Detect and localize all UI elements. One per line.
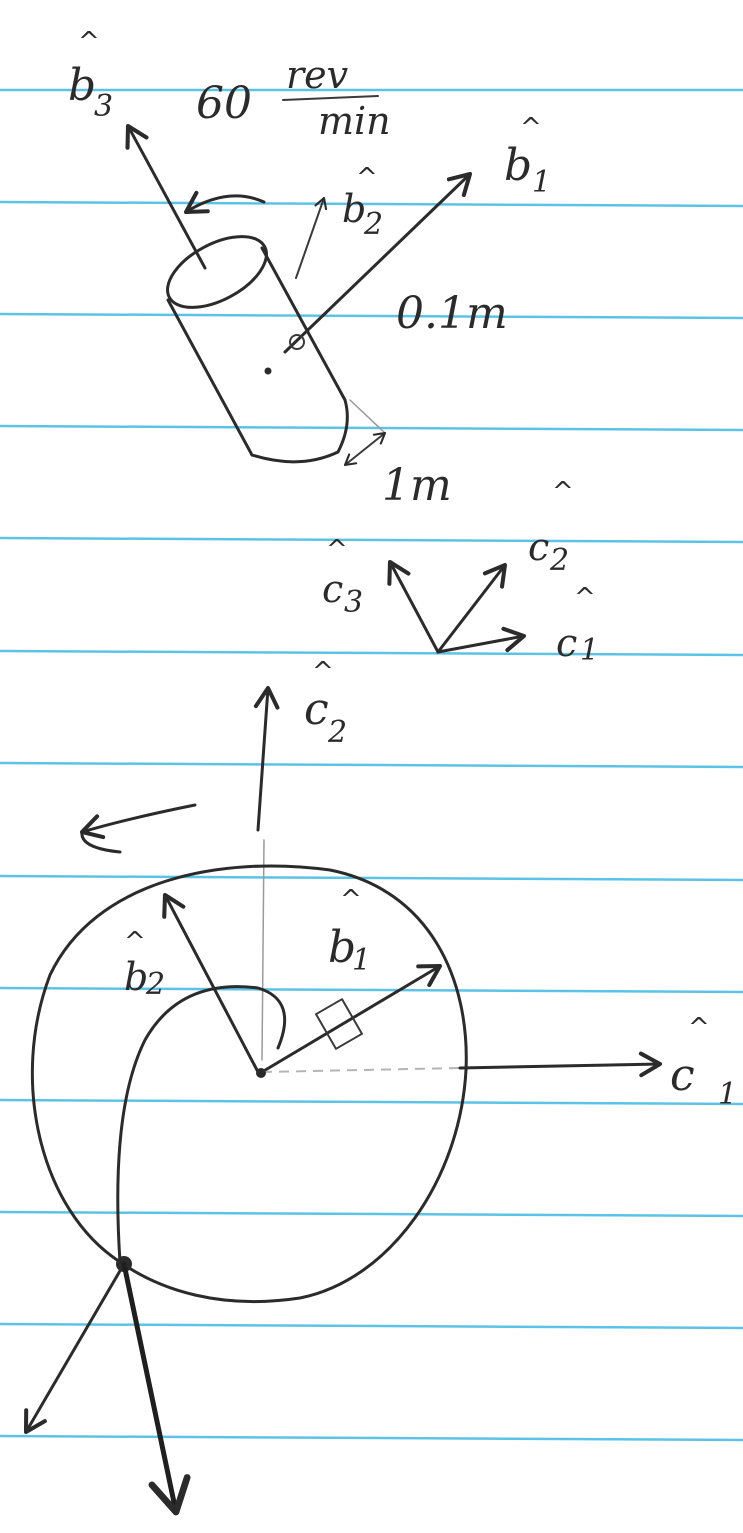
rule-line <box>0 1210 743 1218</box>
rate-value: 60 <box>196 78 252 129</box>
hat-mark: ^ <box>520 113 542 143</box>
rule-line <box>0 649 743 657</box>
hat-mark: ^ <box>326 535 348 565</box>
cylinder-top-face <box>166 235 268 309</box>
b3-axis-arrow <box>125 123 207 270</box>
label-c2-big-sub: 2 <box>327 715 347 750</box>
disk-rotation-arrow <box>79 803 197 840</box>
hat-mark: ^ <box>552 477 574 507</box>
origin-mark <box>289 334 305 350</box>
disk-outline <box>30 864 468 1304</box>
label-c1-disk: c <box>670 1050 695 1101</box>
c3-axis-arrow <box>387 559 440 654</box>
rule-line <box>0 874 743 882</box>
rule-line <box>0 761 743 769</box>
label-b1-disk: b <box>328 922 356 973</box>
spiral-path <box>116 985 287 1264</box>
b2-axis-arrow <box>162 892 260 1074</box>
c2-axis-arrow <box>436 562 508 654</box>
c1-axis-arrow <box>458 1051 663 1078</box>
rule-line <box>0 424 743 432</box>
label-b3-sub: 3 <box>94 89 113 124</box>
rate-denominator: min <box>318 99 391 143</box>
dimension-arrow <box>343 431 387 467</box>
cylinder-sketch: ^ b 3 60 rev min ^ b 2 ^ b 1 0.1m 1m <box>68 27 551 511</box>
vertical-guide <box>261 839 265 1061</box>
label-c2-big: c <box>304 684 329 735</box>
spin-rotation-arrow <box>183 190 266 215</box>
fraction-bar <box>282 95 379 101</box>
label-b2: b <box>342 187 366 231</box>
label-c1-sub: 1 <box>580 633 599 668</box>
notebook-rules <box>0 88 743 1442</box>
dimension-tick <box>349 399 386 434</box>
hat-mark: ^ <box>574 583 596 613</box>
rotation-arrow-tail <box>80 830 122 854</box>
rule-line <box>0 312 743 320</box>
rim-velocity-arrow <box>23 1262 126 1435</box>
rule-line <box>0 1322 743 1330</box>
hat-mark: ^ <box>340 885 362 915</box>
label-b3: b <box>68 60 96 111</box>
disk-center-dot <box>256 1068 266 1078</box>
cylinder-right-edge <box>260 246 347 402</box>
hat-mark: ^ <box>124 927 146 957</box>
c1-axis-arrow <box>436 626 527 654</box>
slider-block <box>315 998 363 1050</box>
label-c2-sub: 2 <box>549 543 569 578</box>
rule-line <box>0 200 743 208</box>
label-c1-disk-sub: 1 <box>718 1077 737 1112</box>
label-c2: c <box>528 525 549 569</box>
cylinder-left-edge <box>166 298 254 457</box>
label-c1: c <box>556 621 577 665</box>
center-dot <box>264 367 272 375</box>
label-b1-disk-sub: 1 <box>352 943 371 978</box>
b1-axis-arrow <box>283 171 473 354</box>
c1-reference-dashed <box>261 1067 461 1073</box>
label-c3-sub: 3 <box>344 585 363 620</box>
b1-axis-arrow <box>260 963 443 1074</box>
label-b1-sub: 1 <box>532 165 551 200</box>
rule-line <box>0 1098 743 1106</box>
label-b2-disk: b <box>124 955 148 999</box>
label-b2-sub: 2 <box>363 207 383 242</box>
rule-line <box>0 1434 743 1442</box>
disk-sketch: ^ c 2 ^ b 2 ^ b 1 ^ c 1 <box>23 657 737 1516</box>
distance-label: 0.1m <box>396 288 508 339</box>
hat-mark: ^ <box>688 1013 710 1043</box>
hat-mark: ^ <box>78 27 100 57</box>
rule-line <box>0 986 743 994</box>
rule-line <box>0 536 743 544</box>
b2-axis-arrow <box>295 196 328 279</box>
rate-numerator: rev <box>286 53 349 97</box>
hat-mark: ^ <box>312 657 334 687</box>
c2-axis-arrow <box>253 685 280 832</box>
hat-mark: ^ <box>356 163 378 193</box>
label-b2-disk-sub: 2 <box>145 967 165 1002</box>
cylinder-bottom-edge <box>250 398 349 464</box>
length-label: 1m <box>382 460 452 511</box>
rim-acceleration-arrow <box>121 1261 191 1516</box>
c-frame-triad: ^ c 3 ^ c 2 ^ c 1 <box>322 477 599 668</box>
label-b1: b <box>504 140 532 191</box>
label-c3: c <box>322 567 343 611</box>
